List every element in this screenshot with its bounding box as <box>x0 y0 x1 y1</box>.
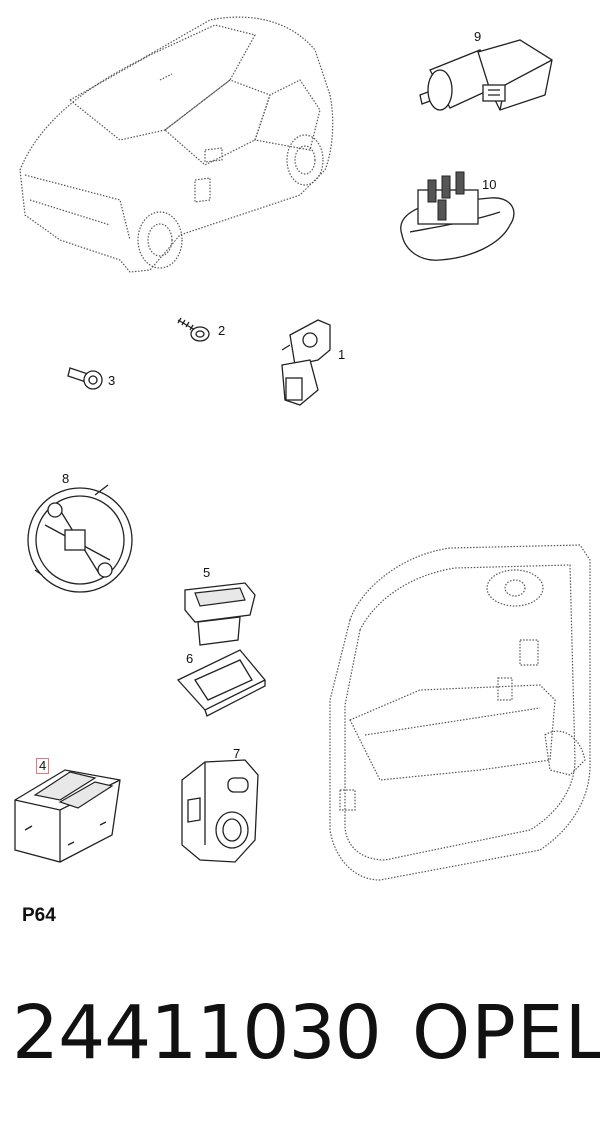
label-part-4: 4 <box>36 758 50 774</box>
part-7-mirror-switch <box>181 759 259 863</box>
label-part-8: 8 <box>62 471 70 486</box>
label-part-7: 7 <box>233 746 241 761</box>
parts-diagram <box>14 16 591 881</box>
section-code: P64 <box>22 905 56 926</box>
brand-name: OPEL <box>412 990 600 1076</box>
door-panel-illustration <box>329 544 591 881</box>
part-6-bezel <box>176 649 267 717</box>
label-part-10: 10 <box>482 177 497 192</box>
part-10-switch <box>400 171 515 261</box>
label-part-1: 1 <box>338 347 346 362</box>
label-part-5: 5 <box>203 565 211 580</box>
part-1-regulator-motor <box>281 319 331 406</box>
label-part-6: 6 <box>186 651 194 666</box>
part-number: 24411030 <box>12 990 382 1076</box>
label-part-2: 2 <box>218 323 226 338</box>
part-8-motor-housing <box>27 484 133 593</box>
label-part-9: 9 <box>474 29 482 44</box>
part-4-double-switch <box>14 769 121 863</box>
car-illustration <box>19 16 334 273</box>
part-3-bolt <box>67 367 103 390</box>
part-5-switch <box>184 582 256 646</box>
part-2-screw <box>177 317 210 342</box>
part-9-motor <box>419 39 553 111</box>
label-part-3: 3 <box>108 373 116 388</box>
